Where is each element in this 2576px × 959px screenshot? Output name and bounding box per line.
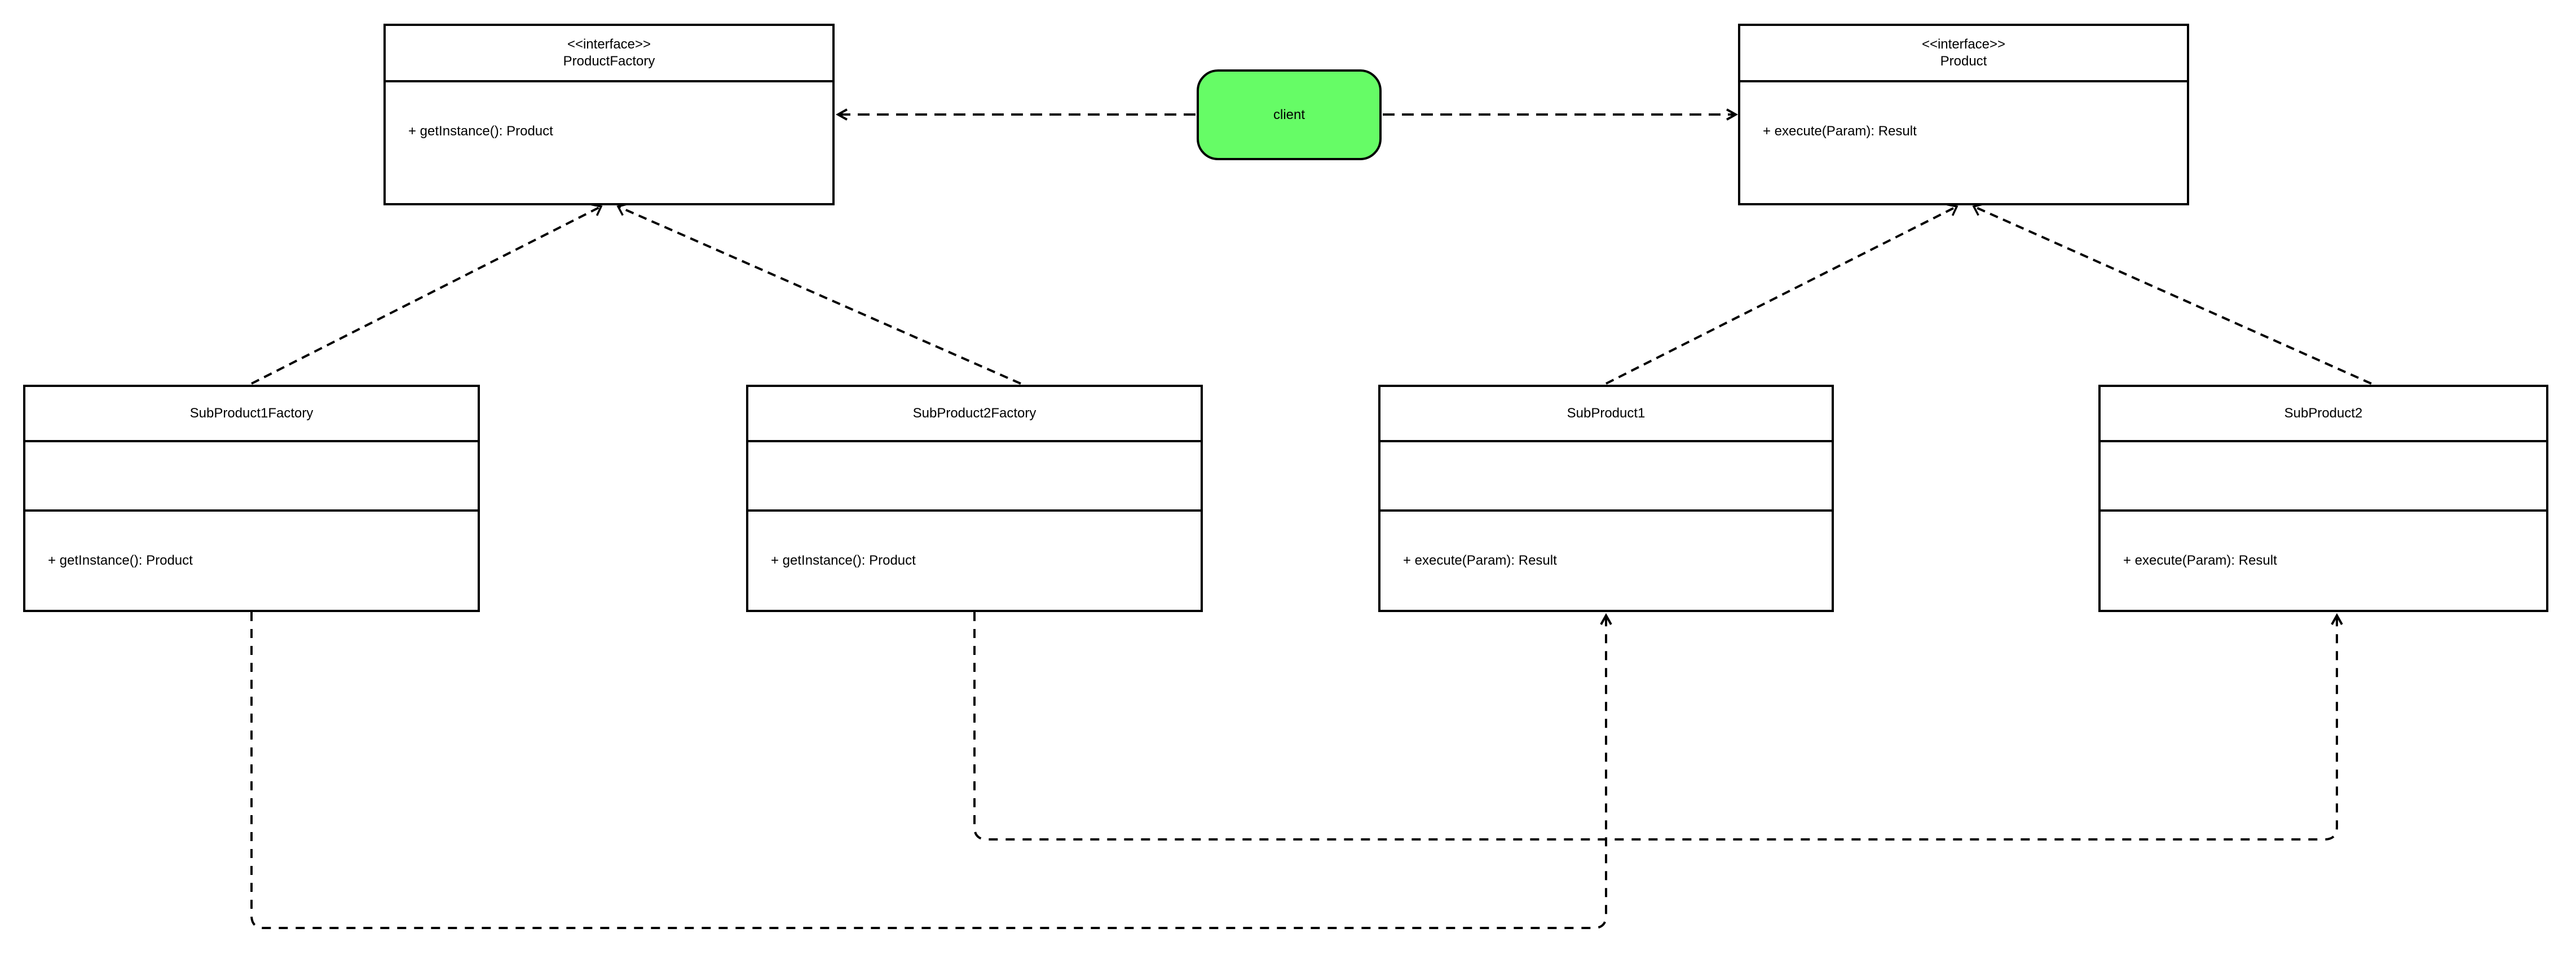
title-compartment: SubProduct1	[1380, 387, 1832, 442]
method-label: + execute(Param): Result	[2123, 553, 2277, 568]
client-label: client	[1273, 107, 1305, 122]
attributes-compartment	[2101, 442, 2546, 512]
class-name: SubProduct1	[1567, 406, 1646, 421]
attributes-compartment	[1380, 442, 1832, 512]
title-compartment: SubProduct2Factory	[748, 387, 1201, 442]
stereotype-label: <<interface>>	[1921, 37, 2006, 52]
methods-compartment: + execute(Param): Result	[1740, 82, 2187, 203]
class-name: SubProduct2Factory	[912, 406, 1036, 421]
class-name: SubProduct1Factory	[189, 406, 314, 421]
attributes-compartment	[25, 442, 478, 512]
product-interface-node: <<interface>> Product + execute(Param): …	[1738, 24, 2189, 205]
client-node: client	[1197, 69, 1382, 160]
stereotype-label: <<interface>>	[567, 37, 651, 52]
sub-product2-factory-class-node: SubProduct2Factory + getInstance(): Prod…	[746, 385, 1203, 612]
sub-product1-class-node: SubProduct1 + execute(Param): Result	[1378, 385, 1834, 612]
methods-compartment: + getInstance(): Product	[386, 82, 832, 203]
title-compartment: <<interface>> ProductFactory	[386, 26, 832, 82]
methods-compartment: + getInstance(): Product	[25, 512, 478, 610]
method-label: + execute(Param): Result	[1763, 124, 1917, 139]
methods-compartment: + execute(Param): Result	[2101, 512, 2546, 610]
product-factory-interface-node: <<interface>> ProductFactory + getInstan…	[383, 24, 835, 205]
title-compartment: <<interface>> Product	[1740, 26, 2187, 82]
method-label: + execute(Param): Result	[1403, 553, 1557, 568]
method-label: + getInstance(): Product	[408, 124, 553, 139]
methods-compartment: + execute(Param): Result	[1380, 512, 1832, 610]
method-label: + getInstance(): Product	[771, 553, 916, 568]
edge-subproduct2factory-realizes-productfactory	[616, 203, 1021, 385]
title-compartment: SubProduct1Factory	[25, 387, 478, 442]
methods-compartment: + getInstance(): Product	[748, 512, 1201, 610]
title-compartment: SubProduct2	[2101, 387, 2546, 442]
edge-subproduct2factory-creates-subproduct2	[973, 612, 2337, 841]
class-name: SubProduct2	[2284, 406, 2363, 421]
interface-name: Product	[1940, 54, 1987, 69]
sub-product1-factory-class-node: SubProduct1Factory + getInstance(): Prod…	[23, 385, 480, 612]
edge-subproduct1factory-realizes-productfactory	[251, 203, 603, 385]
attributes-compartment	[748, 442, 1201, 512]
sub-product2-class-node: SubProduct2 + execute(Param): Result	[2098, 385, 2548, 612]
edge-subproduct2-realizes-product	[1972, 203, 2372, 385]
interface-name: ProductFactory	[563, 54, 655, 69]
method-label: + getInstance(): Product	[48, 553, 193, 568]
edge-subproduct1-realizes-product	[1605, 203, 1959, 385]
edge-subproduct1factory-creates-subproduct1	[250, 612, 1606, 929]
